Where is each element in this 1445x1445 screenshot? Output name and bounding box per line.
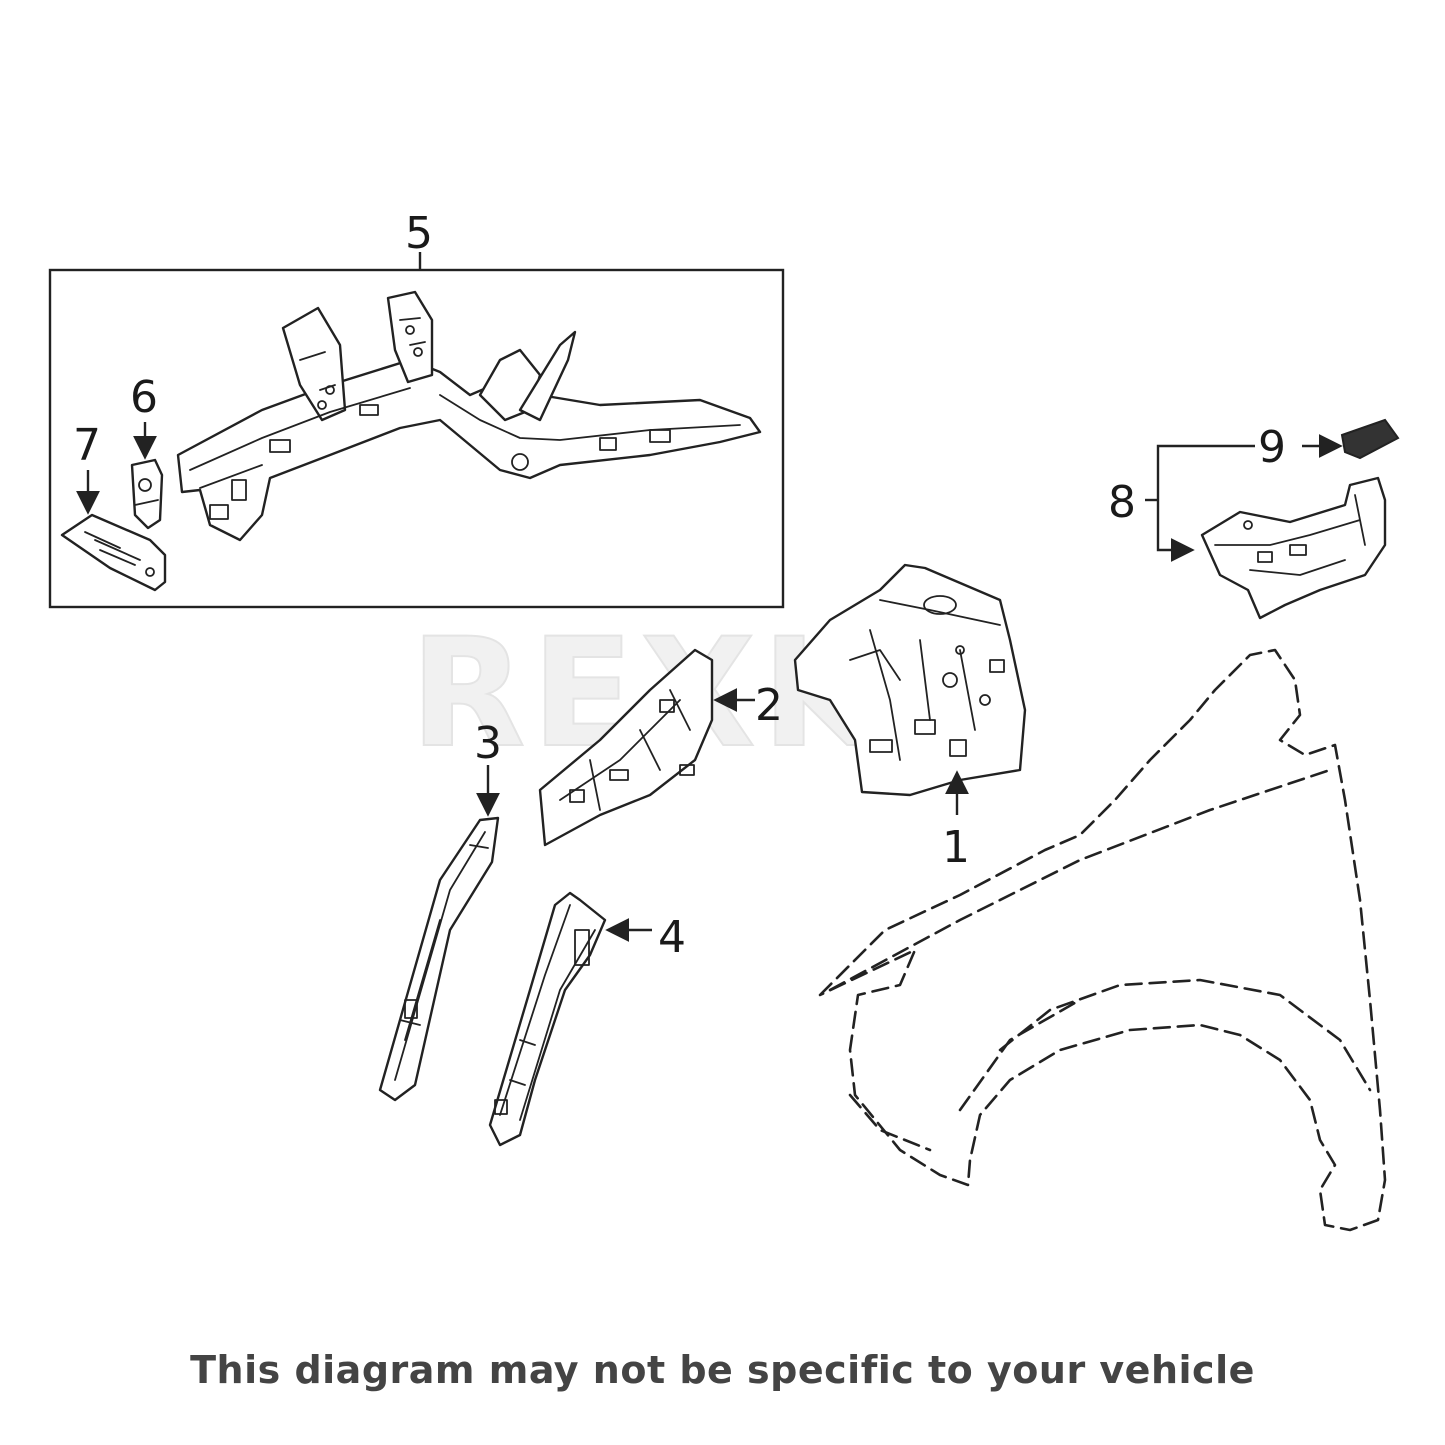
part-9-cap: 9 [1258,418,1400,473]
part-3-rail: 3 [378,718,502,1102]
callout-8: 8 [1108,477,1136,528]
frame-rail-assembly-group: 5 6 [48,208,785,609]
part-5-frame-rail [176,290,762,542]
part-8-apron-bracket: 8 [1108,444,1387,620]
callout-5: 5 [405,208,433,259]
callout-6: 6 [130,372,158,423]
part-1-wheel-apron: 1 [793,563,1027,873]
fender-outline [818,648,1387,1232]
callout-4: 4 [658,912,686,963]
callout-1: 1 [942,822,970,873]
callout-2: 2 [755,680,783,731]
callout-9: 9 [1258,422,1286,473]
part-7-plate: 7 [60,420,167,592]
assembly-box [48,268,785,609]
part-6-bracket: 6 [130,372,164,530]
part-4-lower-rail: 4 [488,891,686,1147]
disclaimer-text: This diagram may not be specific to your… [190,1348,1255,1392]
watermark-text: REXK [410,607,884,781]
callout-7: 7 [73,420,101,471]
part-2-upper-reinforcement: 2 [538,648,783,847]
callout-3: 3 [474,718,502,769]
